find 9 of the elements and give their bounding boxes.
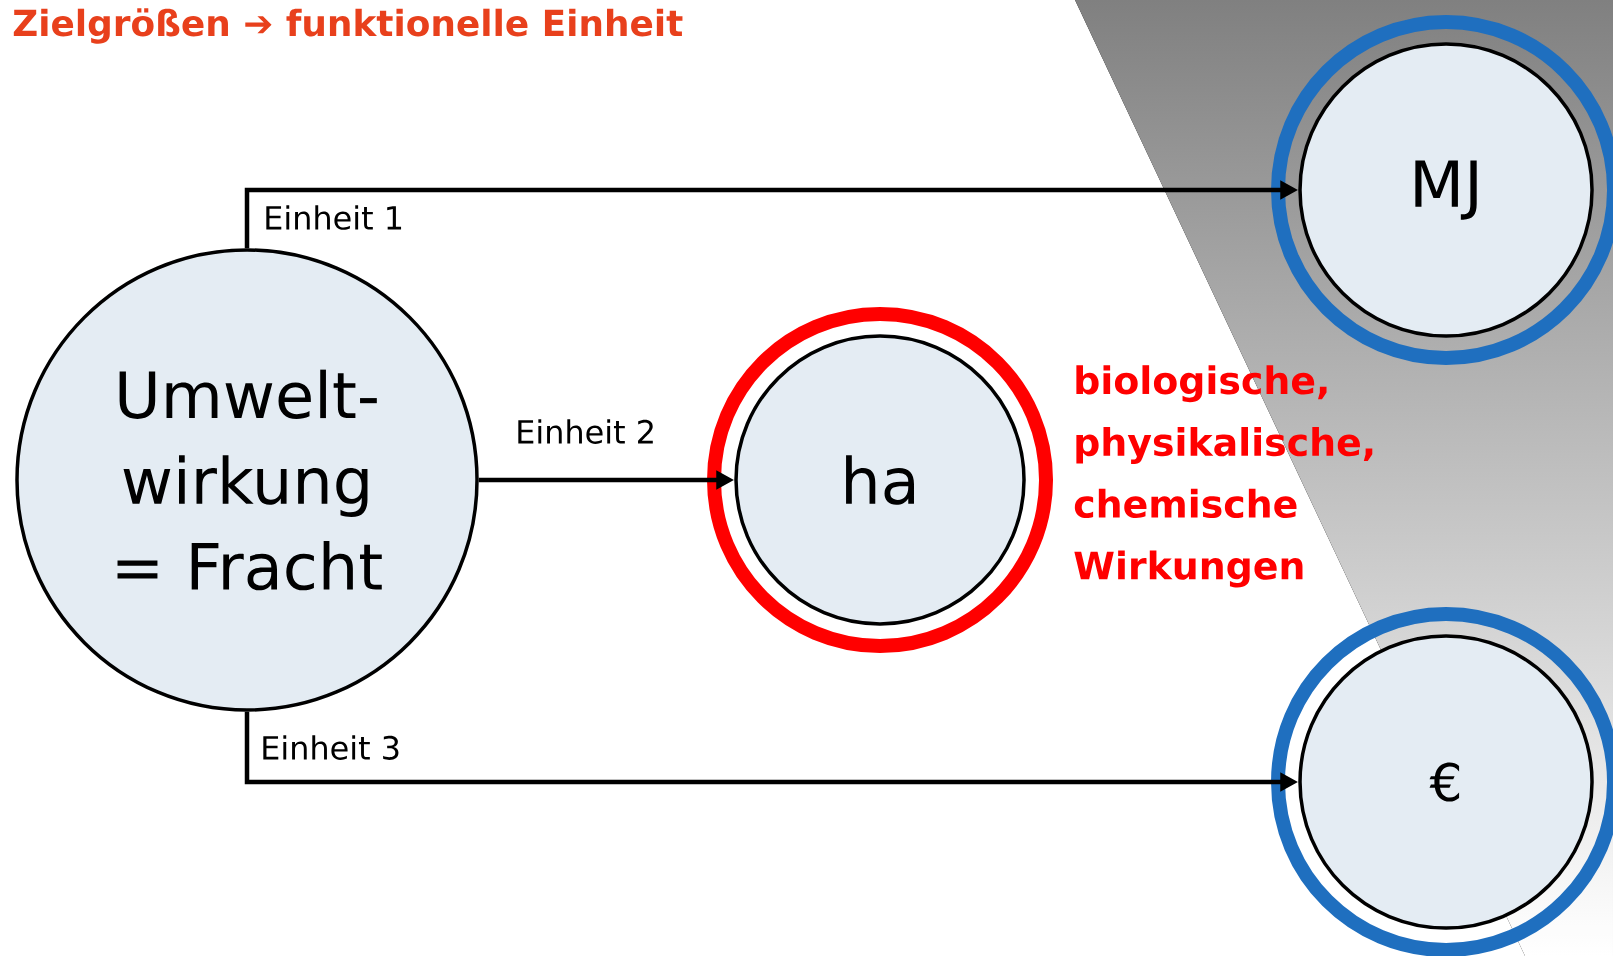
annotation-text: biologische, physikalische, chemische Wirkungen — [1074, 365, 1373, 588]
title: Zielgrößen ➔ funktionelle Einheit — [13, 8, 683, 44]
circle-node: MJ — [1271, 15, 1613, 365]
circle-node: ha — [707, 307, 1053, 653]
edge-label: Einheit 2 — [518, 419, 653, 444]
edge-label: Einheit 3 — [263, 735, 399, 760]
circle-node: Umwelt- wirkung = Fracht — [15, 248, 479, 712]
circle-node: € — [1271, 607, 1613, 956]
edge-label: Einheit 1 — [266, 205, 402, 230]
